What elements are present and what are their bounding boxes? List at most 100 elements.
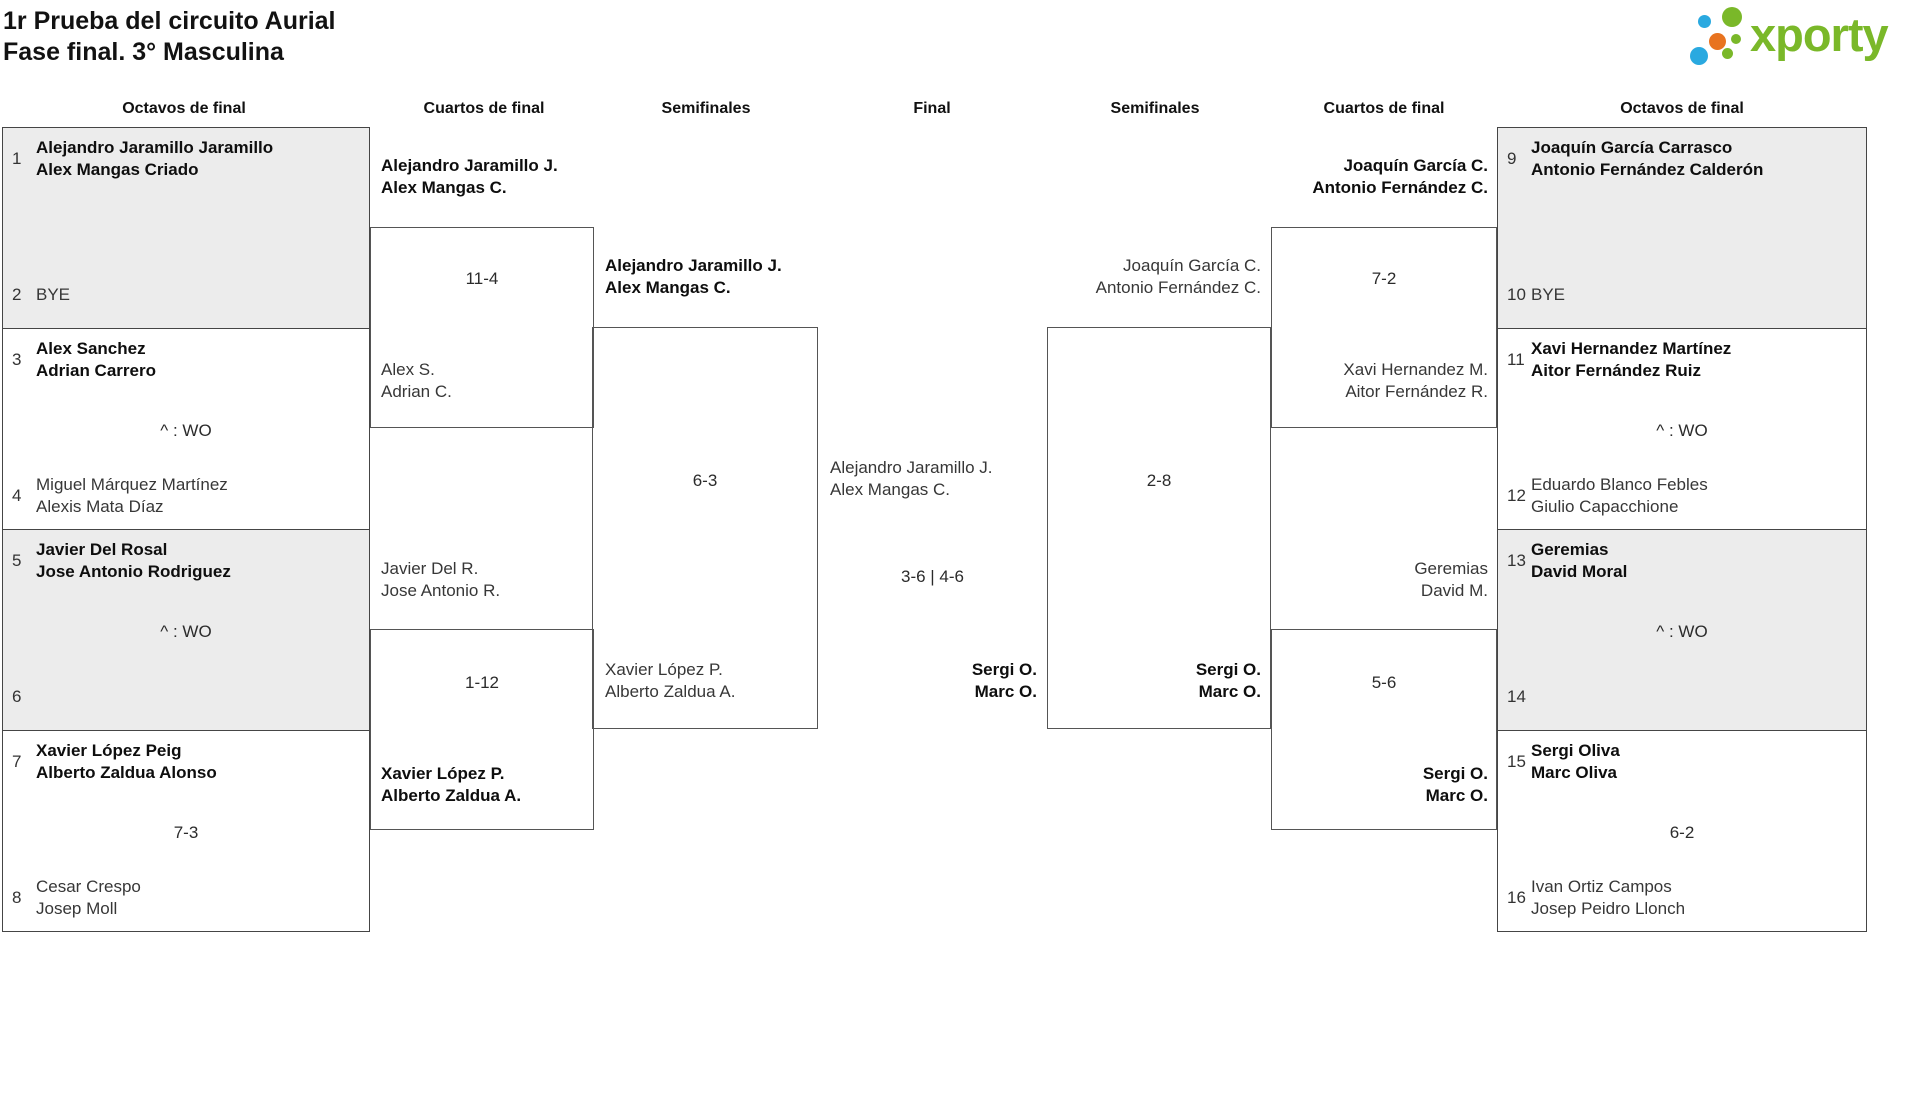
round-header-octavos-left: Octavos de final [122, 100, 246, 117]
player-name: Alberto Zaldua Alonso [36, 763, 217, 782]
player-name: Antonio Fernández Calderón [1531, 160, 1764, 179]
qf-right-2-team-bottom: Sergi O. Marc O. [1423, 763, 1488, 807]
seed-number: 9 [1507, 149, 1517, 168]
team-slot: 2 BYE [3, 270, 369, 320]
sf-right-score: 2-8 [1146, 471, 1172, 490]
round-header-cuartos-left: Cuartos de final [423, 100, 545, 117]
final-score: 3-6 | 4-6 [900, 567, 964, 586]
match-score: 6-2 [1669, 823, 1695, 842]
xporty-logo: xporty [1686, 4, 1912, 70]
player-name: Sergi O. [1195, 660, 1261, 679]
seed-number: 7 [12, 752, 22, 771]
player-name: Miguel Márquez Martínez [36, 475, 228, 494]
seed-number: 6 [12, 687, 22, 706]
player-name: Eduardo Blanco Febles [1531, 475, 1708, 494]
team-names: Cesar Crespo Josep Moll [36, 876, 141, 920]
seed-number: 13 [1507, 551, 1526, 570]
player-name: Geremias [1414, 559, 1488, 578]
player-name: Alex Mangas Criado [36, 160, 199, 179]
team-slot: 11 Xavi Hernandez Martínez Aitor Fernánd… [1498, 335, 1866, 385]
logo-dot-orange [1709, 33, 1726, 50]
team-slot: 1 Alejandro Jaramillo Jaramillo Alex Man… [3, 134, 369, 184]
qf-left-2-score: 1-12 [464, 673, 500, 692]
connector-sf-left [592, 327, 818, 729]
player-name: Joaquín García C. [1123, 256, 1261, 275]
team-names: Alejandro Jaramillo Jaramillo Alex Manga… [36, 137, 273, 181]
team-names: Eduardo Blanco Febles Giulio Capacchione [1531, 474, 1708, 518]
qf-right-1-score: 7-2 [1371, 269, 1397, 288]
seed-number: 3 [12, 350, 22, 369]
match-score: ^ : WO [1656, 421, 1708, 440]
player-name: Javier Del R. [381, 559, 479, 578]
final-team-top: Alejandro Jaramillo J. Alex Mangas C. [830, 457, 993, 501]
seed-number: 10 [1507, 285, 1526, 304]
seed-number: 11 [1507, 350, 1525, 369]
match-score: 7-3 [173, 823, 199, 842]
team-names: Xavier López Peig Alberto Zaldua Alonso [36, 740, 217, 784]
logo-dot-green-large [1722, 7, 1742, 27]
player-name: Alejandro Jaramillo J. [381, 156, 558, 175]
logo-wordmark: xporty [1750, 8, 1889, 61]
player-name: Alberto Zaldua A. [605, 682, 736, 701]
team-names: Alex Sanchez Adrian Carrero [36, 338, 156, 382]
octavos-match-7-8: 7 Xavier López Peig Alberto Zaldua Alons… [2, 730, 370, 932]
player-name: Alex Mangas C. [605, 278, 731, 297]
player-name: Sergi O. [971, 660, 1037, 679]
player-name: Alejandro Jaramillo J. [830, 458, 993, 477]
player-name: Marc O. [1425, 786, 1488, 805]
player-name: Antonio Fernández C. [1095, 278, 1261, 297]
player-name: Joaquín García Carrasco [1531, 138, 1733, 157]
qf-left-2-team-top: Javier Del R. Jose Antonio R. [381, 558, 500, 602]
player-name: Adrian C. [381, 382, 452, 401]
player-name: Xavi Hernandez M. [1343, 360, 1488, 379]
round-header-cuartos-right: Cuartos de final [1323, 100, 1445, 117]
octavos-match-9-10: 9 Joaquín García Carrasco Antonio Fernán… [1497, 127, 1867, 329]
qf-left-1-team-bottom: Alex S. Adrian C. [381, 359, 452, 403]
player-name: Ivan Ortiz Campos [1531, 877, 1672, 896]
player-name: Alexis Mata Díaz [36, 497, 164, 516]
team-slot: 3 Alex Sanchez Adrian Carrero [3, 335, 369, 385]
player-name: Sergi O. [1422, 764, 1488, 783]
seed-number: 16 [1507, 888, 1526, 907]
qf-right-2-team-top: Geremias David M. [1414, 558, 1488, 602]
sf-left-team-top: Alejandro Jaramillo J. Alex Mangas C. [605, 255, 782, 299]
logo-dot-green-small [1722, 48, 1733, 59]
player-name: Alex Sanchez [36, 339, 146, 358]
player-name: Josep Peidro Llonch [1531, 899, 1686, 918]
player-name: David M. [1420, 581, 1488, 600]
team-slot: 13 Geremias David Moral [1498, 536, 1866, 586]
player-name: Geremias [1531, 540, 1609, 559]
seed-number: 1 [12, 149, 22, 168]
team-slot: 5 Javier Del Rosal Jose Antonio Rodrigue… [3, 536, 369, 586]
octavos-match-13-14: 13 Geremias David Moral ^ : WO 14 [1497, 529, 1867, 731]
sf-left-team-bottom: Xavier López P. Alberto Zaldua A. [605, 659, 735, 703]
player-name: Marc O. [974, 682, 1037, 701]
seed-number: 8 [12, 888, 22, 907]
team-names: Miguel Márquez Martínez Alexis Mata Díaz [36, 474, 228, 518]
octavos-match-1-2: 1 Alejandro Jaramillo Jaramillo Alex Man… [2, 127, 370, 329]
player-name: Jose Antonio Rodriguez [36, 562, 231, 581]
team-names: Joaquín García Carrasco Antonio Fernánde… [1531, 137, 1763, 181]
octavos-match-3-4: 3 Alex Sanchez Adrian Carrero ^ : WO 4 M… [2, 328, 370, 530]
round-header-octavos-right: Octavos de final [1620, 100, 1744, 117]
connector-sf-right [1047, 327, 1271, 729]
page-title: 1r Prueba del circuito Aurial Fase final… [3, 6, 336, 68]
logo-dot-blue-large [1690, 47, 1708, 65]
match-score: ^ : WO [1656, 622, 1708, 641]
page-title-line2: Fase final. 3° Masculina [3, 38, 284, 66]
logo-dot-blue-small [1698, 15, 1711, 28]
team-slot: 12 Eduardo Blanco Febles Giulio Capacchi… [1498, 471, 1866, 521]
seed-number: 14 [1507, 687, 1526, 706]
player-name: Joaquín García C. [1343, 156, 1488, 175]
team-slot: 14 [1498, 672, 1866, 722]
player-name: Alberto Zaldua A. [381, 786, 522, 805]
seed-number: 2 [12, 285, 22, 304]
player-name: BYE [1531, 285, 1566, 304]
team-slot: 8 Cesar Crespo Josep Moll [3, 873, 369, 923]
player-name: Xavi Hernandez Martínez [1531, 339, 1732, 358]
team-names: Ivan Ortiz Campos Josep Peidro Llonch [1531, 876, 1685, 920]
seed-number: 5 [12, 551, 22, 570]
player-name: Javier Del Rosal [36, 540, 168, 559]
player-name: Alejandro Jaramillo Jaramillo [36, 138, 274, 157]
